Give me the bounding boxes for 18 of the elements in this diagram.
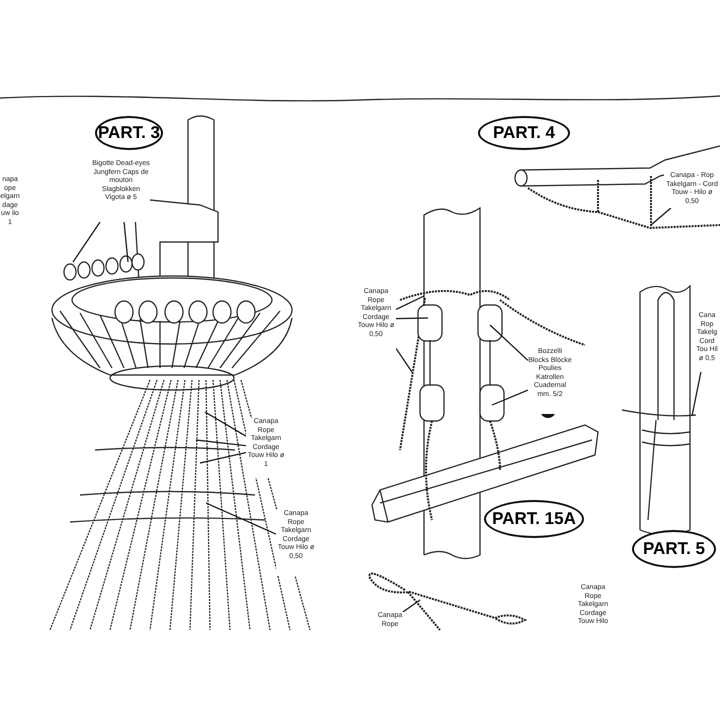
leader-line — [396, 348, 412, 372]
leader-line — [196, 439, 246, 446]
leader-line — [691, 372, 702, 416]
leader-line — [650, 208, 672, 226]
leader-line — [490, 324, 528, 361]
leader-line — [72, 222, 101, 262]
part-label: PART. 3 — [95, 116, 163, 150]
part-label: PART. 5 — [632, 530, 716, 568]
leader-line — [492, 390, 528, 406]
leader-line — [396, 295, 424, 310]
leader-line — [396, 317, 428, 320]
part-label: PART. 4 — [478, 116, 570, 150]
leader-line — [123, 222, 129, 262]
leader-line — [200, 452, 246, 464]
part-label: PART. 15A — [484, 500, 584, 538]
leader-line — [204, 411, 246, 437]
leader-line — [206, 502, 276, 535]
leader-line — [402, 600, 420, 612]
